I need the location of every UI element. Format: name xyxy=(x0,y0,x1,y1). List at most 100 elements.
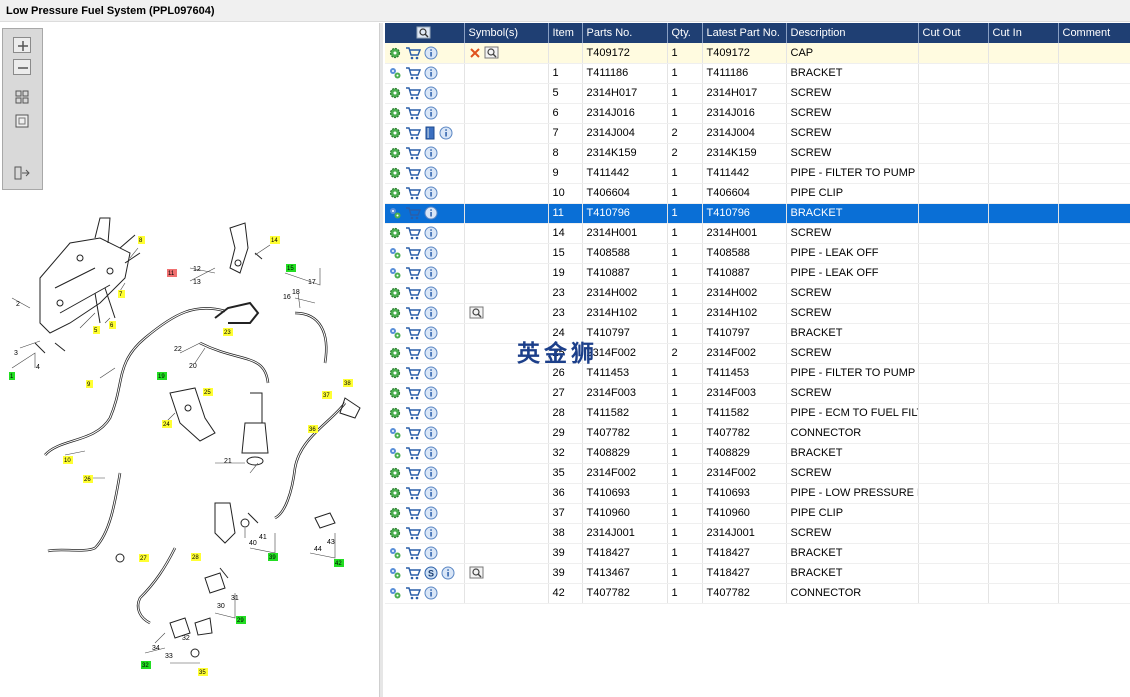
info-icon[interactable] xyxy=(424,166,438,180)
column-header-latest-part-no[interactable]: Latest Part No. xyxy=(702,23,787,43)
gears-icon[interactable] xyxy=(388,586,402,600)
gears-icon[interactable] xyxy=(388,566,402,580)
info-icon[interactable] xyxy=(424,426,438,440)
info-icon[interactable] xyxy=(424,106,438,120)
s-badge-icon[interactable]: S xyxy=(424,566,438,580)
info-icon[interactable] xyxy=(424,586,438,600)
cart-icon[interactable] xyxy=(405,246,421,260)
info-icon[interactable] xyxy=(424,266,438,280)
column-header-cut-out[interactable]: Cut Out xyxy=(918,23,989,43)
gear-icon[interactable] xyxy=(388,86,402,100)
gear-icon[interactable] xyxy=(388,346,402,360)
info-icon[interactable] xyxy=(424,386,438,400)
cart-icon[interactable] xyxy=(405,306,421,320)
info-icon[interactable] xyxy=(424,506,438,520)
cart-icon[interactable] xyxy=(405,346,421,360)
zoom-in-icon[interactable] xyxy=(13,37,31,53)
column-header-comment[interactable]: Comment xyxy=(1058,23,1130,43)
cart-icon[interactable] xyxy=(405,526,421,540)
column-header-qty[interactable]: Qty. xyxy=(667,23,703,43)
column-header-cut-in[interactable]: Cut In xyxy=(988,23,1059,43)
cart-icon[interactable] xyxy=(405,586,421,600)
info-icon[interactable] xyxy=(424,46,438,60)
info-icon[interactable] xyxy=(424,186,438,200)
cart-icon[interactable] xyxy=(405,506,421,520)
cart-icon[interactable] xyxy=(405,446,421,460)
cart-icon[interactable] xyxy=(405,186,421,200)
gears-icon[interactable] xyxy=(388,546,402,560)
gears-icon[interactable] xyxy=(388,426,402,440)
column-header-description[interactable]: Description xyxy=(786,23,919,43)
info-icon[interactable] xyxy=(424,526,438,540)
gear-icon[interactable] xyxy=(388,146,402,160)
column-header-symbol-s[interactable]: Symbol(s) xyxy=(464,23,549,43)
gear-icon[interactable] xyxy=(388,46,402,60)
gear-icon[interactable] xyxy=(388,366,402,380)
cart-icon[interactable] xyxy=(405,286,421,300)
view-illustration-icon[interactable] xyxy=(469,306,485,320)
info-icon[interactable] xyxy=(424,366,438,380)
info-icon[interactable] xyxy=(424,206,438,220)
remove-icon[interactable] xyxy=(469,47,481,59)
cart-icon[interactable] xyxy=(405,86,421,100)
info-icon[interactable] xyxy=(424,286,438,300)
info-icon[interactable] xyxy=(424,146,438,160)
cart-icon[interactable] xyxy=(405,566,421,580)
gears-icon[interactable] xyxy=(388,446,402,460)
info-icon[interactable] xyxy=(424,486,438,500)
info-icon[interactable] xyxy=(424,346,438,360)
gear-icon[interactable] xyxy=(388,526,402,540)
cart-icon[interactable] xyxy=(405,106,421,120)
info-icon[interactable] xyxy=(439,126,453,140)
column-header-parts-no[interactable]: Parts No. xyxy=(582,23,668,43)
cart-icon[interactable] xyxy=(405,266,421,280)
info-icon[interactable] xyxy=(424,86,438,100)
cart-icon[interactable] xyxy=(405,66,421,80)
gear-icon[interactable] xyxy=(388,306,402,320)
cart-icon[interactable] xyxy=(405,546,421,560)
cart-icon[interactable] xyxy=(405,226,421,240)
cart-icon[interactable] xyxy=(405,466,421,480)
gear-icon[interactable] xyxy=(388,106,402,120)
gears-icon[interactable] xyxy=(388,326,402,340)
gear-icon[interactable] xyxy=(388,126,402,140)
gears-icon[interactable] xyxy=(388,206,402,220)
cart-icon[interactable] xyxy=(405,426,421,440)
info-icon[interactable] xyxy=(424,546,438,560)
cart-icon[interactable] xyxy=(405,206,421,220)
gears-icon[interactable] xyxy=(388,246,402,260)
info-icon[interactable] xyxy=(441,566,455,580)
cart-icon[interactable] xyxy=(405,326,421,340)
gear-icon[interactable] xyxy=(388,186,402,200)
info-icon[interactable] xyxy=(424,466,438,480)
info-icon[interactable] xyxy=(424,406,438,420)
fit-all-icon[interactable] xyxy=(13,89,31,105)
column-header-actions[interactable] xyxy=(385,23,465,43)
pane-splitter[interactable] xyxy=(379,23,383,697)
book-icon[interactable] xyxy=(424,126,436,140)
gear-icon[interactable] xyxy=(388,226,402,240)
diagram-pane[interactable]: 1 2 3 4 5 6 7 8 9 10 11 12 13 14 15 16 1… xyxy=(0,23,379,697)
cart-icon[interactable] xyxy=(405,406,421,420)
view-illustration-icon[interactable] xyxy=(484,46,500,60)
